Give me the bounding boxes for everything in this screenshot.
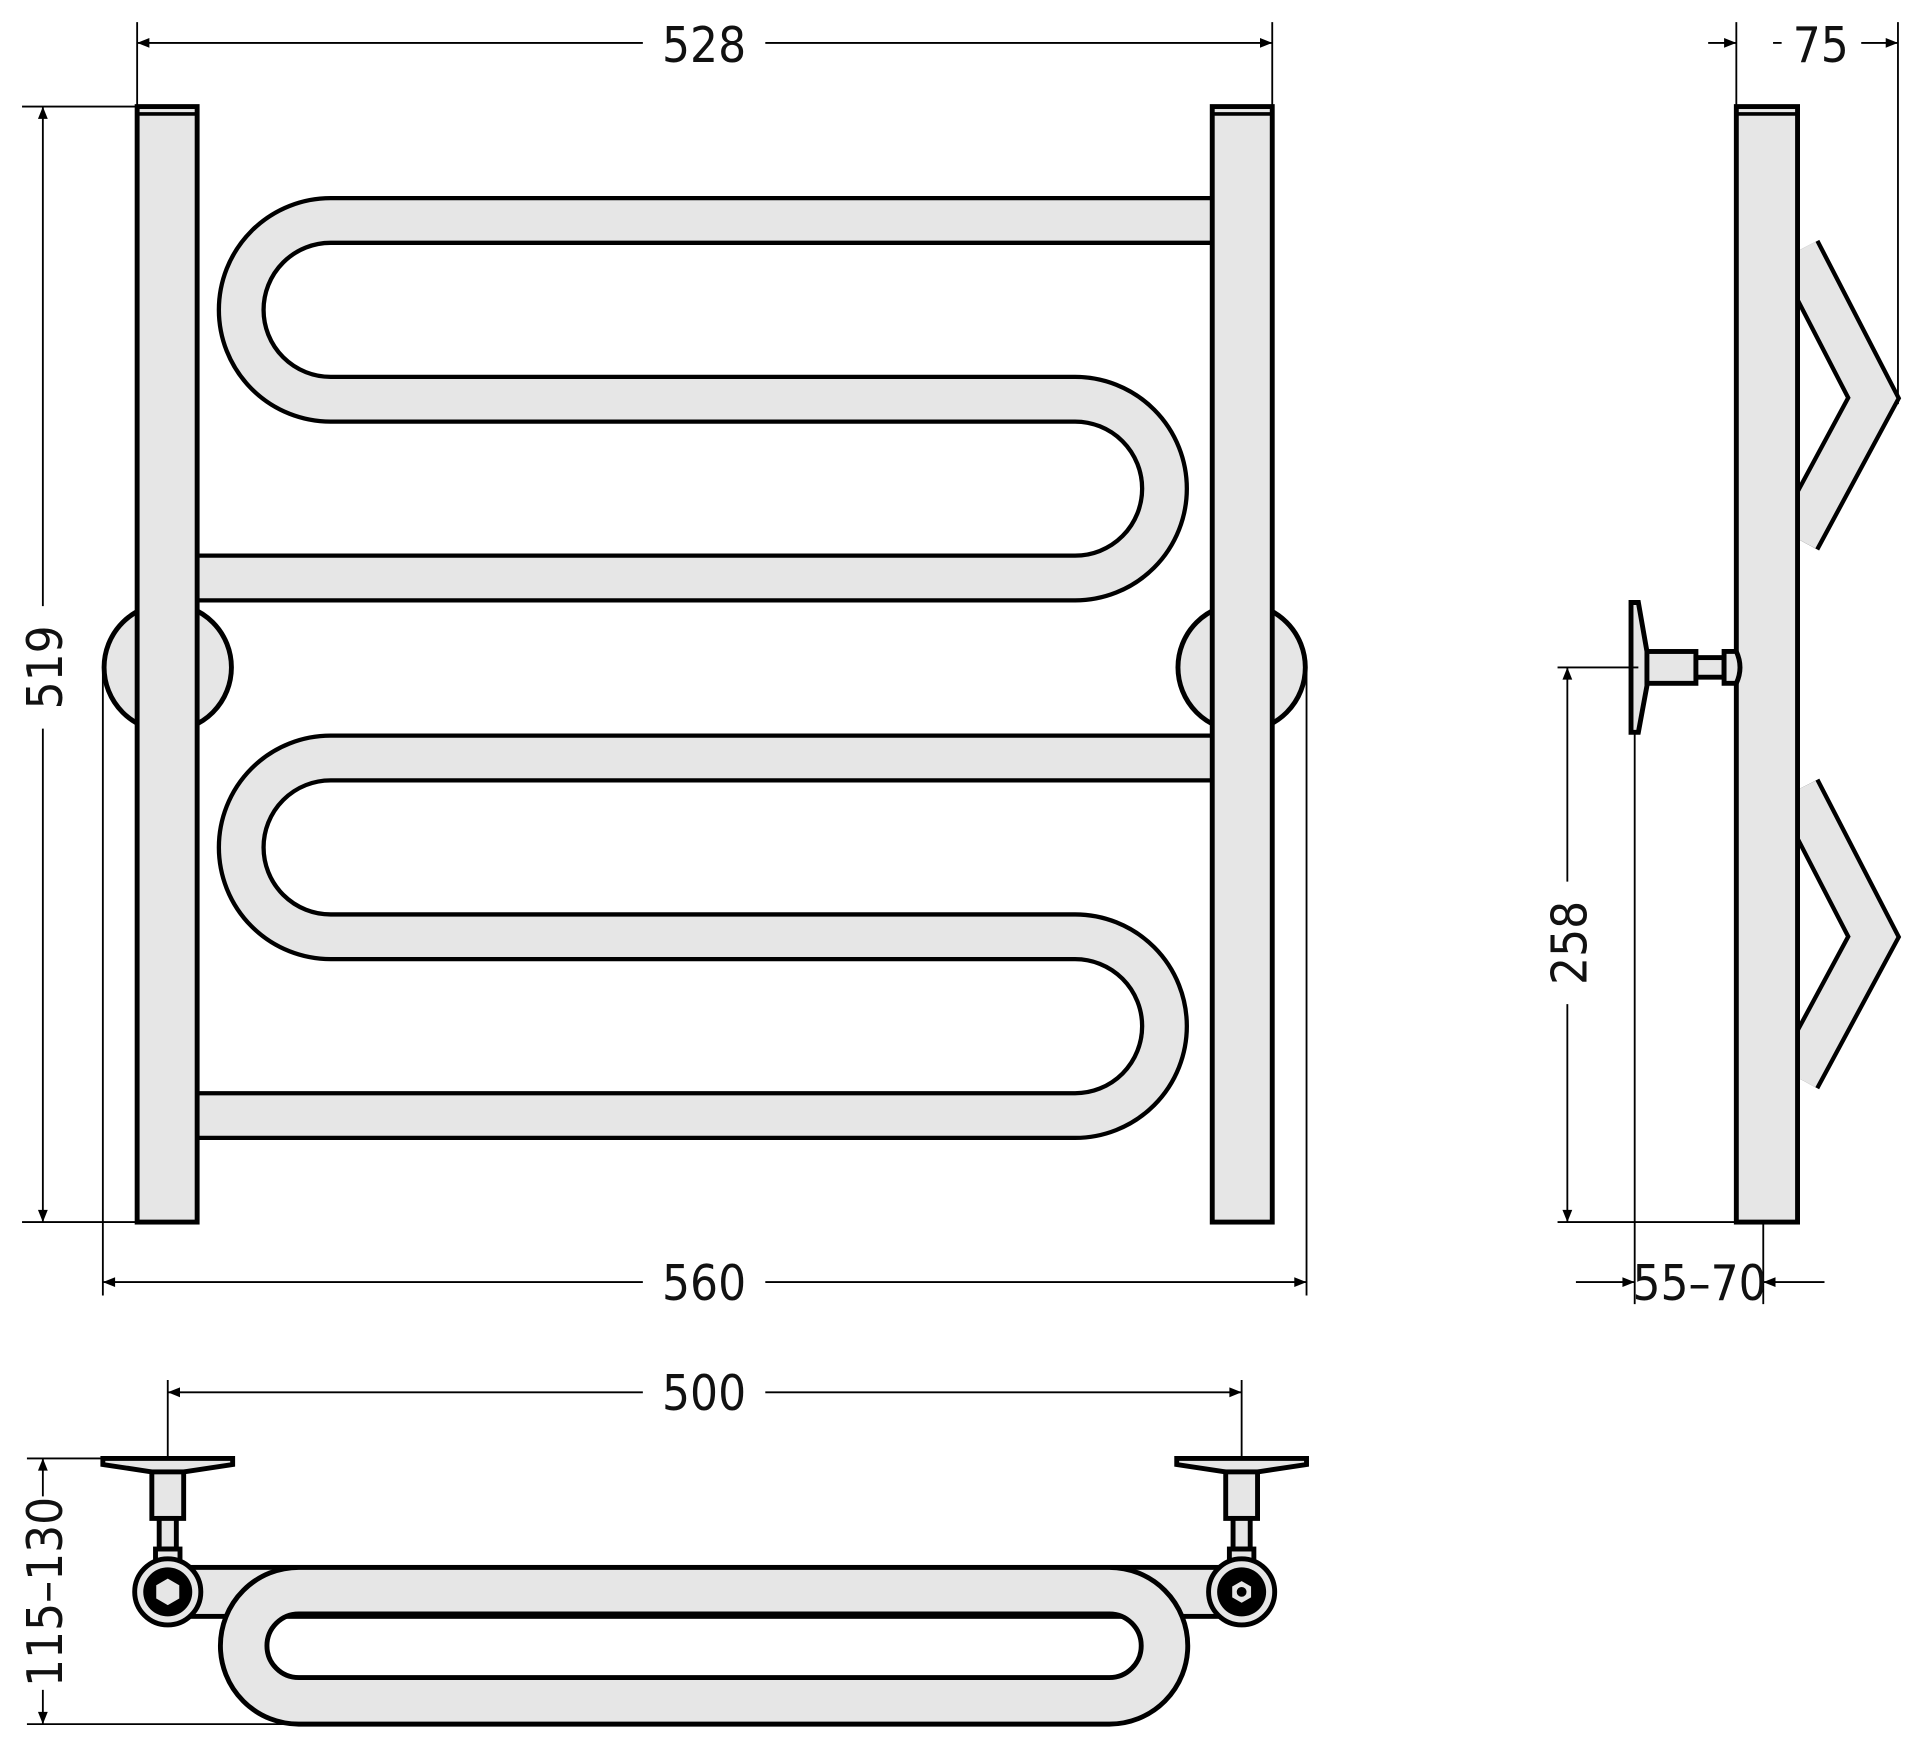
front-view <box>101 104 1308 1225</box>
right-vertical-bar <box>1209 104 1275 1225</box>
dimension-115-130: 115–130 <box>17 1457 294 1726</box>
dimension-label: 519 <box>17 625 74 709</box>
side-view <box>1628 104 1902 1225</box>
dimension-560: 560 <box>101 673 1308 1312</box>
dimension-label: 258 <box>1541 901 1598 985</box>
dimension-519: 519 <box>17 105 138 1224</box>
dimension-label: 55–70 <box>1633 1255 1767 1312</box>
lower-serpentine-pipe <box>194 733 1215 1141</box>
dimension-528: 528 <box>136 17 1274 107</box>
left-vertical-bar <box>134 104 200 1225</box>
bottom-view <box>100 1455 1309 1727</box>
dimension-500: 500 <box>166 1365 1243 1459</box>
hex-nut-icon <box>153 1575 182 1608</box>
bottom-loop-pipe <box>217 1564 1191 1727</box>
dimension-label: 500 <box>662 1365 746 1422</box>
dimension-label: 75 <box>1793 17 1849 74</box>
right-valve <box>1174 1455 1309 1628</box>
dimension-label: 560 <box>662 1255 746 1312</box>
dimension-55-70: 55–70 <box>1575 732 1825 1312</box>
dimension-75: 75 <box>1708 17 1899 405</box>
dimension-label: 115–130 <box>17 1497 74 1687</box>
dimension-label: 528 <box>662 17 746 74</box>
upper-serpentine-pipe <box>194 195 1215 603</box>
side-vertical-bar <box>1733 104 1800 1225</box>
left-valve <box>100 1455 236 1628</box>
dimension-258: 258 <box>1541 666 1737 1224</box>
side-wall-bracket <box>1628 600 1743 735</box>
